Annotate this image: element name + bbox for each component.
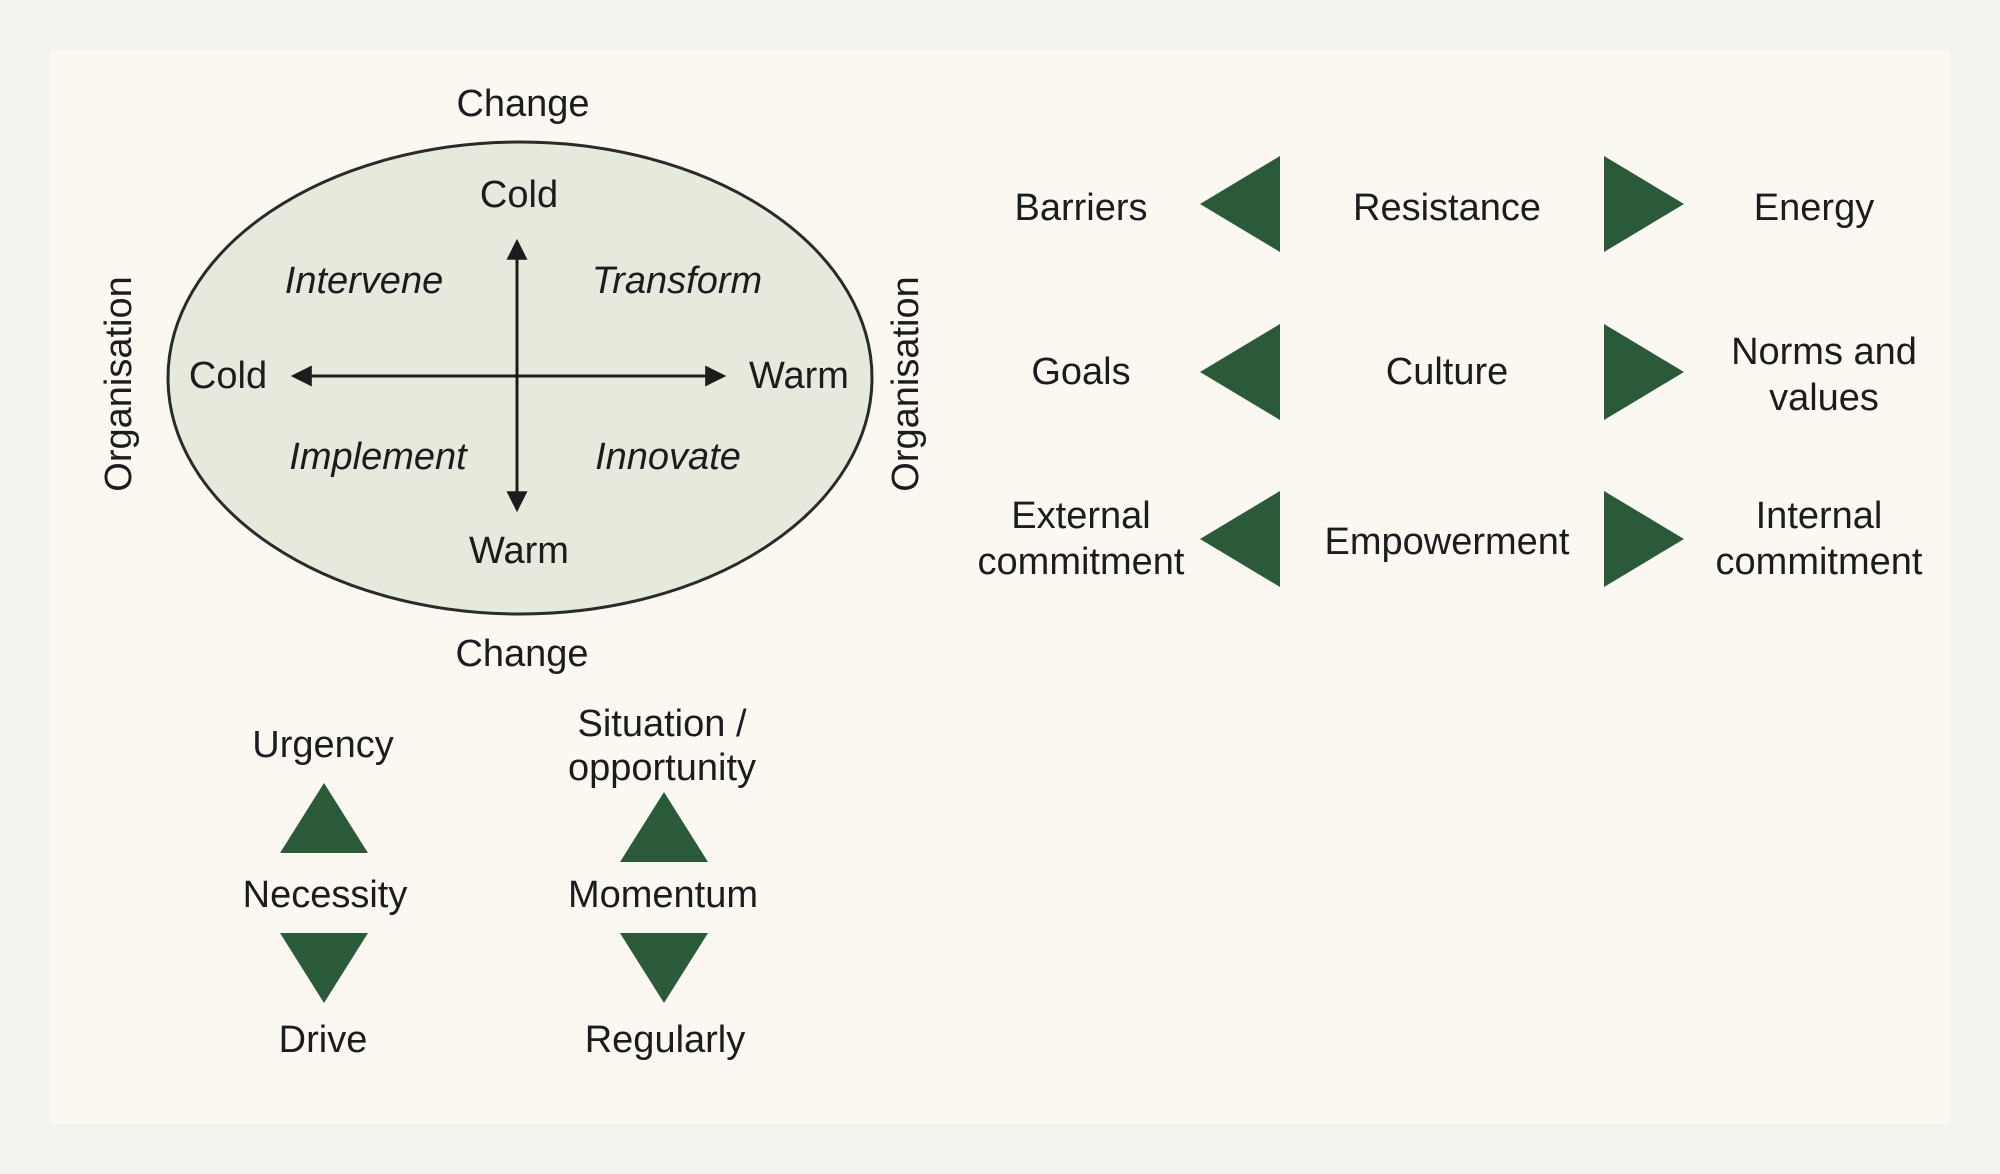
quadrant-bottom-right-label: Innovate	[595, 436, 741, 478]
scale-row-3-right: Internal commitment	[1715, 495, 1923, 583]
right-arrow-icon	[1604, 491, 1684, 587]
axis-bottom-label: Warm	[469, 530, 569, 572]
vertical-scale-1-middle: Necessity	[242, 874, 408, 916]
axis-top-label: Cold	[479, 174, 559, 216]
organisation-label-left: Organisation	[98, 276, 140, 492]
vertical-scale-2-top: Situation / opportunity	[567, 703, 756, 789]
organisation-label-right: Organisation	[885, 276, 927, 492]
vertical-scale-1-bottom: Drive	[278, 1019, 368, 1061]
left-arrow-icon	[1200, 491, 1280, 587]
scale-row-1-left: Barriers	[1014, 187, 1148, 229]
down-arrow-icon	[280, 933, 368, 1003]
quadrant-top-left-label: Intervene	[284, 260, 444, 302]
vertical-scale-2-bottom: Regularly	[584, 1019, 746, 1061]
vertical-scale-1-top: Urgency	[252, 724, 394, 766]
right-arrow-icon	[1604, 324, 1684, 420]
scale-row-2-right: Norms and values	[1731, 331, 1917, 419]
right-arrow-icon	[1604, 156, 1684, 252]
up-arrow-icon	[620, 792, 708, 862]
left-arrow-icon	[1200, 156, 1280, 252]
axis-left-label: Cold	[188, 355, 268, 397]
scale-row-2-left: Goals	[1031, 351, 1131, 393]
quadrant-top-right-label: Transform	[591, 260, 763, 302]
scale-row-3-center: Empowerment	[1324, 521, 1570, 563]
scale-row-2-center: Culture	[1385, 351, 1509, 393]
quadrant-bottom-left-label: Implement	[289, 436, 467, 478]
scale-row-1-center: Resistance	[1353, 187, 1541, 229]
left-arrow-icon	[1200, 324, 1280, 420]
vertical-scale-2-middle: Momentum	[567, 874, 759, 916]
change-label-bottom: Change	[455, 633, 589, 675]
axis-right-label: Warm	[749, 355, 849, 397]
up-arrow-icon	[280, 783, 368, 853]
scale-row-1-right: Energy	[1753, 187, 1875, 229]
scale-row-3-left: External commitment	[977, 495, 1185, 583]
change-label-top: Change	[456, 83, 590, 125]
down-arrow-icon	[620, 933, 708, 1003]
